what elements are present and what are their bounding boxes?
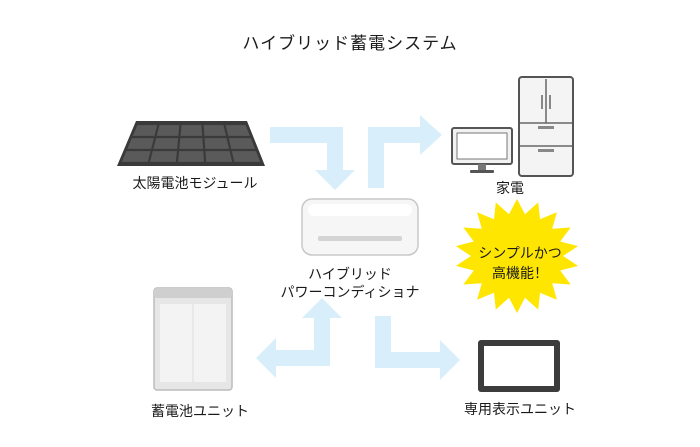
solar-cell	[153, 138, 179, 149]
solar-cell	[149, 151, 177, 162]
display-unit-icon	[478, 340, 560, 392]
solar-cell	[121, 151, 151, 162]
feature-badge-line1: シンプルかつ	[478, 246, 562, 262]
power-conditioner-label-line2: パワーコンディショナ	[280, 285, 420, 301]
arrow-pcs-to-appliances	[368, 115, 442, 188]
solar-cell	[156, 125, 180, 136]
badge-starburst	[455, 199, 579, 313]
solar-cell	[225, 125, 250, 136]
solar-cell	[228, 138, 256, 149]
refrigerator-icon	[518, 76, 574, 177]
solar-cell	[231, 151, 261, 162]
feature-badge-line2: 高機能！	[492, 266, 548, 282]
monitor-icon	[451, 127, 513, 173]
solar-module-label: 太陽電池モジュール	[132, 176, 258, 192]
battery-unit-label: 蓄電池ユニット	[151, 404, 249, 420]
power-conditioner-label-line1: ハイブリッド	[308, 267, 392, 283]
solar-cell	[205, 151, 233, 162]
solar-cell	[204, 138, 230, 149]
solar-panel-icon	[117, 121, 265, 166]
solar-cell	[132, 125, 158, 136]
appliances-label: 家電	[496, 181, 524, 197]
power-conditioner-label: ハイブリッド パワーコンディショナ	[250, 266, 450, 302]
solar-cell	[180, 125, 203, 136]
power-conditioner-icon	[301, 198, 419, 256]
solar-cell	[179, 138, 204, 149]
solar-cell	[203, 125, 227, 136]
arrow-solar-to-pcs	[270, 127, 355, 190]
feature-badge-text: シンプルかつ 高機能！	[460, 244, 580, 284]
solar-cell	[178, 151, 205, 162]
arrow-pcs-to-display	[375, 316, 460, 380]
battery-unit-icon	[153, 287, 233, 391]
solar-cell	[127, 138, 154, 149]
page-title: ハイブリッド蓄電システム	[242, 34, 458, 54]
arrow-pcs-to-battery	[256, 298, 342, 378]
display-unit-label: 専用表示ユニット	[464, 402, 576, 418]
